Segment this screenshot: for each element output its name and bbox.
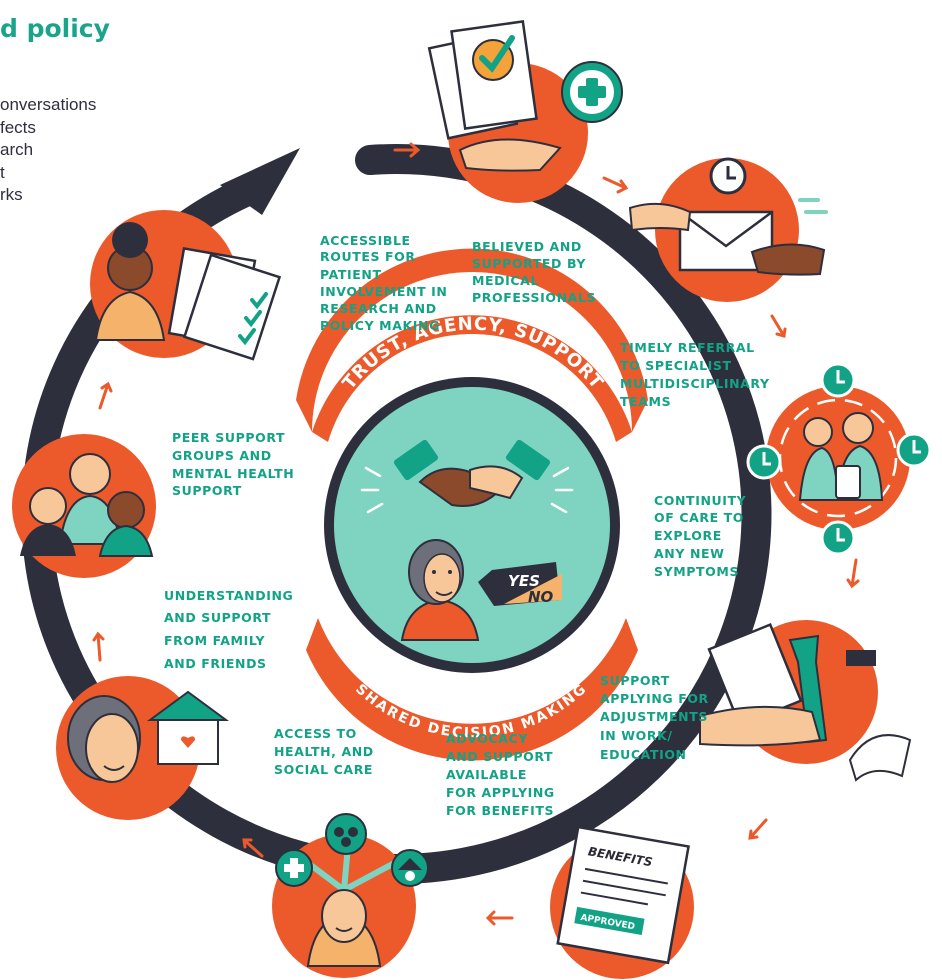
label-line: MULTIDISCIPLINARY [620, 376, 770, 391]
arrow [92, 631, 105, 662]
label-family: UNDERSTANDING AND SUPPORT FROM FAMILY AN… [164, 588, 293, 671]
node-timely-referral [628, 157, 828, 302]
direction-arrows [92, 142, 860, 926]
label-line: RESEARCH AND [320, 301, 437, 316]
label-line: POLICY MAKING [320, 318, 440, 333]
clock-icon [820, 362, 856, 398]
label-line: AVAILABLE [446, 767, 527, 782]
arrow [485, 910, 514, 926]
label-line: ACCESS TO [274, 726, 357, 741]
label-line: BELIEVED AND [472, 239, 582, 254]
clock-icon [746, 444, 782, 480]
label-line: ANY NEW [654, 546, 725, 561]
arrow [393, 142, 421, 158]
label-line: TO SPECIALIST [620, 358, 732, 373]
intro-line: onversations [0, 95, 97, 114]
hospital-icon [391, 849, 429, 887]
label-line: FOR APPLYING [446, 785, 555, 800]
label-accessible: ACCESSIBLE ROUTES FOR PATIENT INVOLVEMEN… [320, 233, 447, 333]
center-hub: TRUST, AGENCY, SUPPORT SHARED DECISION M… [296, 248, 648, 761]
clock-icon [820, 520, 856, 556]
label-line: ACCESSIBLE [320, 233, 411, 248]
label-line: SUPPORTED BY [472, 256, 586, 271]
intro-line: fects [0, 117, 36, 137]
bottom-banner [306, 618, 638, 761]
label-line: SUPPORT [600, 673, 670, 688]
clock-icon [896, 432, 932, 468]
clock-icon [709, 157, 747, 195]
node-medical-professionals [427, 20, 623, 203]
label-line: TIMELY REFERRAL [620, 340, 755, 355]
label-line: IN WORK/ [600, 728, 673, 743]
label-care: ACCESS TO HEALTH, AND SOCIAL CARE [274, 726, 374, 777]
label-line: AND SUPPORT [164, 610, 271, 625]
node-accessible-routes [90, 210, 282, 361]
wrench-icon [788, 634, 828, 744]
arrow [242, 838, 264, 858]
label-line: MEDICAL [472, 273, 539, 288]
label-line: PEER SUPPORT [172, 430, 285, 445]
label-line: UNDERSTANDING [164, 588, 293, 603]
top-banner [312, 315, 632, 442]
label-adjustments: SUPPORT APPLYING FOR ADJUSTMENTS IN WORK… [600, 673, 709, 762]
label-line: EXPLORE [654, 528, 722, 543]
label-continuity: CONTINUITY OF CARE TO EXPLORE ANY NEW SY… [654, 493, 747, 579]
arrow [602, 176, 629, 194]
handshake-icon [360, 439, 574, 514]
book-icon [848, 734, 912, 782]
label-peer: PEER SUPPORT GROUPS AND MENTAL HEALTH SU… [172, 430, 294, 498]
node-work-adjustments [699, 620, 912, 782]
arrow [846, 558, 860, 589]
arrow [770, 314, 787, 338]
label-line: APPLYING FOR [600, 691, 709, 706]
label-line: AND SUPPORT [446, 749, 553, 764]
ring-arrowhead [220, 148, 300, 215]
page-heading: d policy [0, 14, 110, 43]
label-line: OF CARE TO [654, 510, 744, 525]
label-advocacy: ADVOCACY AND SUPPORT AVAILABLE FOR APPLY… [446, 731, 555, 818]
plus-badge-icon [561, 61, 623, 123]
node-family-friends [56, 676, 230, 820]
label-line: GROUPS AND [172, 448, 272, 463]
intro-line: t [0, 162, 5, 182]
no-label: NO [528, 588, 554, 606]
label-line: ROUTES FOR [320, 249, 416, 264]
graduation-cap-icon [846, 650, 876, 666]
plus-badge-icon [275, 849, 313, 887]
node-continuity-of-care [746, 362, 932, 556]
label-line: SUPPORT [172, 483, 242, 498]
label-line: EDUCATION [600, 747, 687, 762]
label-line: SYMPTOMS [654, 564, 739, 579]
node-peer-support [12, 434, 156, 578]
intro-line: rks [0, 185, 23, 204]
label-line: SOCIAL CARE [274, 762, 373, 777]
arrow [98, 381, 113, 410]
label-believed: BELIEVED AND SUPPORTED BY MEDICAL PROFES… [472, 239, 596, 305]
intro-text: onversations fects arch t rks [0, 94, 96, 207]
node-benefits: BENEFITS APPROVED [550, 825, 694, 979]
label-line: PROFESSIONALS [472, 290, 596, 305]
node-health-social-care [272, 813, 429, 978]
label-line: ADJUSTMENTS [600, 709, 708, 724]
label-line: HEALTH, AND [274, 744, 374, 759]
intro-line: arch [0, 140, 34, 159]
label-line: TEAMS [620, 394, 671, 409]
label-line: FOR BENEFITS [446, 803, 554, 818]
label-line: PATIENT [320, 267, 382, 282]
patient-figure [400, 539, 480, 641]
label-line: INVOLVEMENT IN [320, 284, 447, 299]
arrow [748, 818, 768, 840]
label-line: AND FRIENDS [164, 656, 267, 671]
label-referral: TIMELY REFERRAL TO SPECIALIST MULTIDISCI… [620, 340, 770, 409]
yes-no-sign: YES NO [478, 562, 562, 606]
label-line: FROM FAMILY [164, 633, 265, 648]
yes-label: YES [508, 572, 540, 590]
label-line: MENTAL HEALTH [172, 466, 294, 481]
house-heart-icon [146, 690, 230, 765]
label-line: ADVOCACY [446, 731, 528, 746]
benefits-document: BENEFITS APPROVED [556, 825, 690, 965]
label-line: CONTINUITY [654, 493, 747, 508]
people-group-icon [325, 813, 367, 855]
